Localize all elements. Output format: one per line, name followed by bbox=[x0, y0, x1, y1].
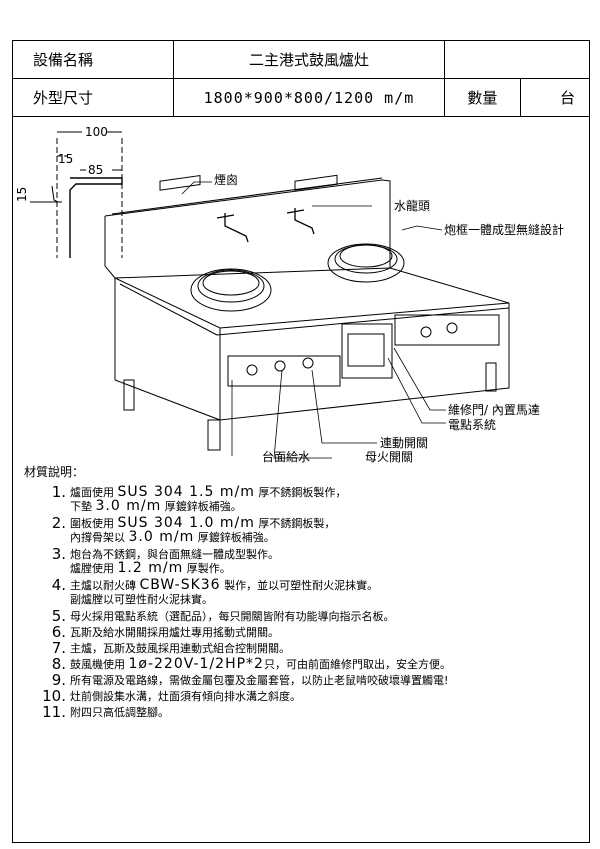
burners bbox=[190, 243, 405, 312]
note-sub: 爐膛使用 1.2 m/m 厚製作。 bbox=[70, 560, 231, 576]
note-item: 3. 炮台為不銹鋼，與台面無縫一體成型製作。 bbox=[51, 545, 279, 563]
qty-unit: 台 bbox=[519, 78, 591, 117]
empty-cell bbox=[443, 40, 591, 79]
material-notes: 材質說明： 1. 爐面使用 SUS 304 1.5 m/m 厚不銹鋼板製作， 下… bbox=[18, 463, 588, 720]
faucet-label: 水龍頭 bbox=[394, 198, 430, 213]
dim-100: 100 bbox=[85, 125, 108, 139]
note-item: 4. 主爐以耐火磚 CBW-SK36 製作，並以可塑性耐火泥抹實。 bbox=[51, 576, 379, 594]
dim-15-side: 15 bbox=[15, 187, 29, 202]
notes-title: 材質說明： bbox=[24, 465, 85, 479]
frame-label: 炮框一體成型無縫設計 bbox=[444, 222, 564, 237]
qty-label: 數量 bbox=[443, 78, 521, 117]
note-item: 2. 圍板使用 SUS 304 1.0 m/m 厚不銹鋼板製， bbox=[51, 514, 336, 532]
note-item: 8. 鼓風機使用 1ø-220V-1/2HP*2只，可由前面維修門取出，安全方便… bbox=[51, 655, 451, 673]
linked-switch-label: 連動開關 bbox=[380, 436, 428, 450]
note-sub: 下墊 3.0 m/m 厚鍍鋅板補強。 bbox=[70, 498, 242, 514]
note-item: 11.附四只高低調整腳。 bbox=[42, 703, 169, 721]
dim-85: 85 bbox=[88, 163, 103, 177]
faucets bbox=[216, 208, 315, 243]
stove-body bbox=[114, 278, 510, 421]
note-sub: 副爐膛以可塑性耐火泥抹實。 bbox=[70, 593, 213, 606]
note-item: 5.母火採用電點系統（選配品），每只開關皆附有功能導向指示名板。 bbox=[51, 607, 395, 625]
counter-water-label: 台面給水 bbox=[262, 449, 310, 463]
note-sub: 內撐骨架以 3.0 m/m 厚鍍鋅板補強。 bbox=[70, 529, 275, 545]
note-item: 6.瓦斯及給水開關採用爐灶專用搖動式開關。 bbox=[51, 623, 279, 641]
note-item: 9.所有電源及電路線，需做金屬包覆及金屬套管，以防止老鼠啃咬破壞導置觸電! bbox=[51, 671, 449, 689]
name-value: 二主港式鼓風爐灶 bbox=[173, 40, 445, 79]
chimney-vents bbox=[159, 174, 338, 191]
dim-15-top: 15 bbox=[58, 152, 73, 166]
dimension-sketch bbox=[30, 131, 123, 258]
note-item: 7.主爐，瓦斯及鼓風採用連動式組合控制開關。 bbox=[51, 639, 290, 657]
door-label: 維修門/ 內置馬達 bbox=[448, 402, 540, 417]
pilot-switch-label: 母火開關 bbox=[365, 450, 413, 463]
stove-drawing: 100 15 85 15 bbox=[15, 125, 564, 463]
ignition-label: 電點系統 bbox=[448, 418, 496, 432]
leader-lines bbox=[181, 181, 446, 459]
backsplash bbox=[104, 177, 391, 279]
stove-legs bbox=[123, 362, 497, 451]
name-label: 設備名稱 bbox=[12, 40, 174, 79]
countertop bbox=[114, 267, 510, 336]
spec-table: 設備名稱 二主港式鼓風爐灶 外型尺寸 1800*900*800/1200 m/m… bbox=[12, 40, 591, 117]
chimney-label: 煙囪 bbox=[214, 173, 238, 187]
size-value: 1800*900*800/1200 m/m bbox=[173, 78, 445, 117]
size-label: 外型尺寸 bbox=[12, 78, 174, 117]
note-item: 1. 爐面使用 SUS 304 1.5 m/m 厚不銹鋼板製作， bbox=[51, 483, 347, 501]
note-item: 10.灶前側設集水溝，灶面須有傾向排水溝之斜度。 bbox=[42, 687, 301, 705]
